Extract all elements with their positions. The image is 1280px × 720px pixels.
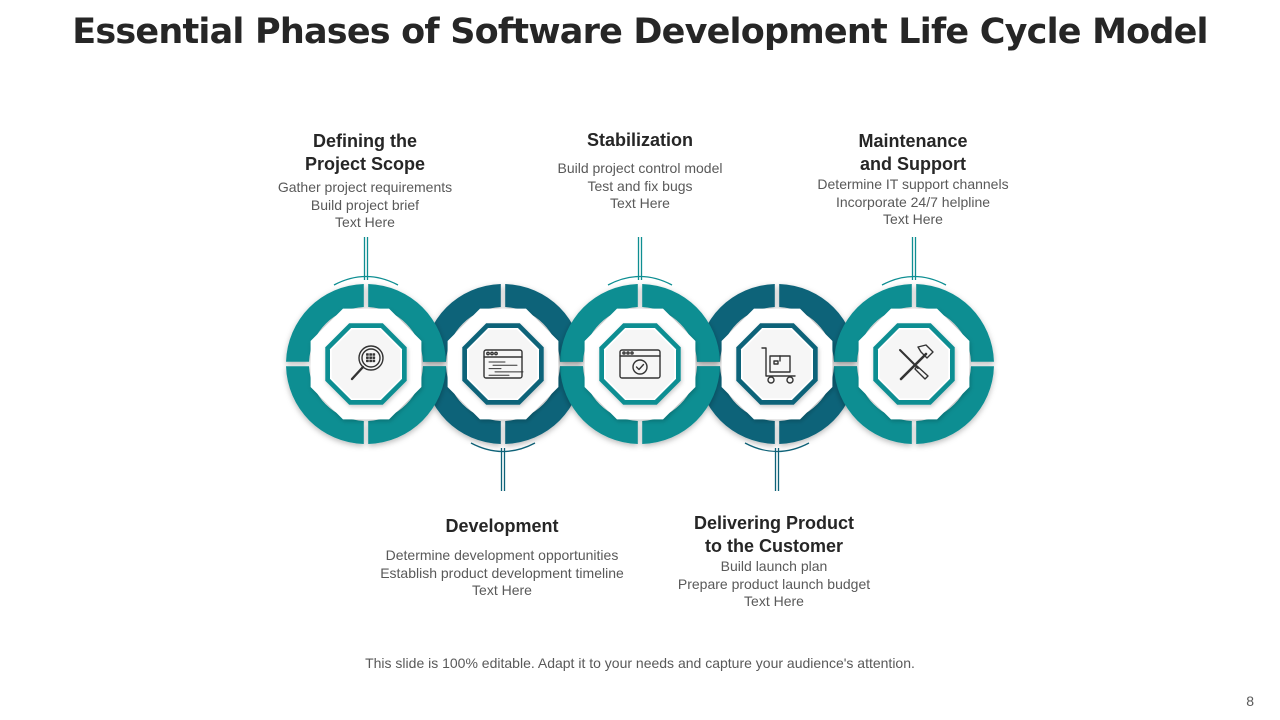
phase-line: Test and fix bugs [587,177,693,194]
phase-line: Build launch plan [720,558,828,574]
phase-line: Build project brief [310,196,420,213]
phase-connector-1 [333,237,399,286]
phase-badge-2 [447,308,559,420]
phase-connector-3 [607,237,673,286]
check-window-icon [619,349,661,379]
phase-delivering: Delivering Product to the Customer Build… [634,512,914,611]
slide-footer-note: This slide is 100% editable. Adapt it to… [365,655,915,671]
slide-title: Essential Phases of Software Development… [72,12,1208,52]
phase-stabilization: Stabilization Build project control mode… [510,129,770,213]
phase-line: Gather project requirements [277,179,453,195]
phase-line: Text Here [335,214,395,230]
phase-line: Prepare product launch budget [677,575,871,592]
phase-development: Development Determine development opport… [352,515,652,600]
phase-line: Determine development opportunities [385,547,619,563]
phase-heading: Stabilization [586,130,693,150]
phase-badge-4 [721,308,833,420]
phase-line: Text Here [472,582,532,598]
phase-ring-5 [834,284,994,444]
phase-heading: Development [445,516,559,536]
phase-heading: Maintenance and Support [858,131,968,174]
phase-connector-4 [744,442,810,491]
phase-maintenance: Maintenance and Support Determine IT sup… [782,130,1044,229]
phase-line: Establish product development timeline [380,564,624,581]
magnifier-icon [350,345,384,381]
phase-connector-2 [470,442,536,491]
tools-icon [899,344,934,381]
phase-badge-5 [858,308,970,420]
phase-badge-3 [584,308,696,420]
phase-connector-5 [881,237,947,286]
code-window-icon [483,349,524,379]
phase-ring-3 [560,284,720,444]
phase-badge-1 [310,308,422,420]
phase-heading: Delivering Product to the Customer [693,513,855,556]
page-number: 8 [1246,693,1254,709]
phase-line: Text Here [744,593,804,609]
phase-ring-1 [286,284,446,444]
phase-line: Determine IT support channels [817,176,1009,192]
phase-line: Build project control model [557,160,723,176]
phase-line: Text Here [610,195,670,211]
phase-heading: Defining the Project Scope [304,131,426,174]
phase-defining-scope: Defining the Project Scope Gather projec… [245,130,485,232]
phase-line: Text Here [883,211,943,227]
hand-truck-icon [761,347,796,384]
phase-line: Incorporate 24/7 helpline [835,193,991,210]
